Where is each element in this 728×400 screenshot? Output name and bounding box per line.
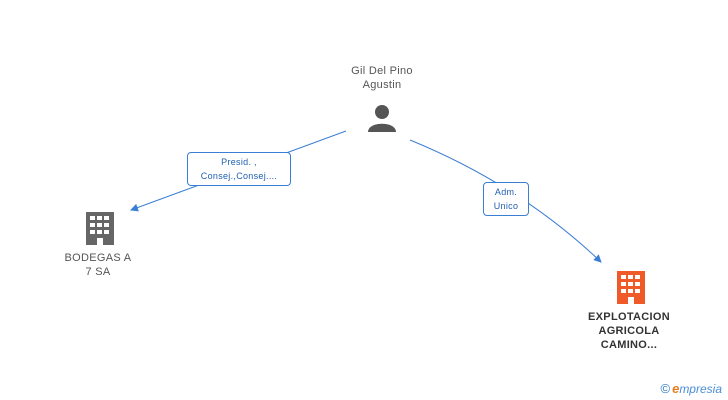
brand-name: mpresia [679,382,722,396]
company-main-name[interactable]: EXPLOTACION AGRICOLA CAMINO... [569,310,689,352]
brand-initial: e [672,381,680,396]
company-main-name-line2: AGRICOLA [598,325,660,337]
brand-logo[interactable]: ©empresia [660,381,722,396]
edge-label-to-main-line2: Unico [493,201,519,211]
person-name-line1: Gil Del Pino [351,65,413,77]
company-left-name[interactable]: BODEGAS A 7 SA [40,251,156,279]
person-icon[interactable] [368,105,396,132]
edge-label-to-main-line1: Adm. [494,187,518,197]
company-left-name-line1: BODEGAS A [64,252,132,264]
edge-label-to-main[interactable]: Adm. Unico [483,182,529,216]
edge-label-to-left[interactable]: Presid. , Consej.,Consej.... [187,152,291,186]
person-name-line2: Agustin [362,79,402,91]
company-main-name-line1: EXPLOTACION [588,311,670,323]
copyright-icon: © [660,381,671,396]
person-name[interactable]: Gil Del Pino Agustin [322,64,442,92]
edge-label-to-left-line2: Consej.,Consej.... [200,171,278,181]
company-main-name-line3: CAMINO... [600,339,658,351]
company-left-name-line2: 7 SA [85,266,111,278]
edge-label-to-left-line1: Presid. , [221,157,257,167]
main-building-icon[interactable] [617,271,645,304]
building-icon[interactable] [86,212,114,245]
